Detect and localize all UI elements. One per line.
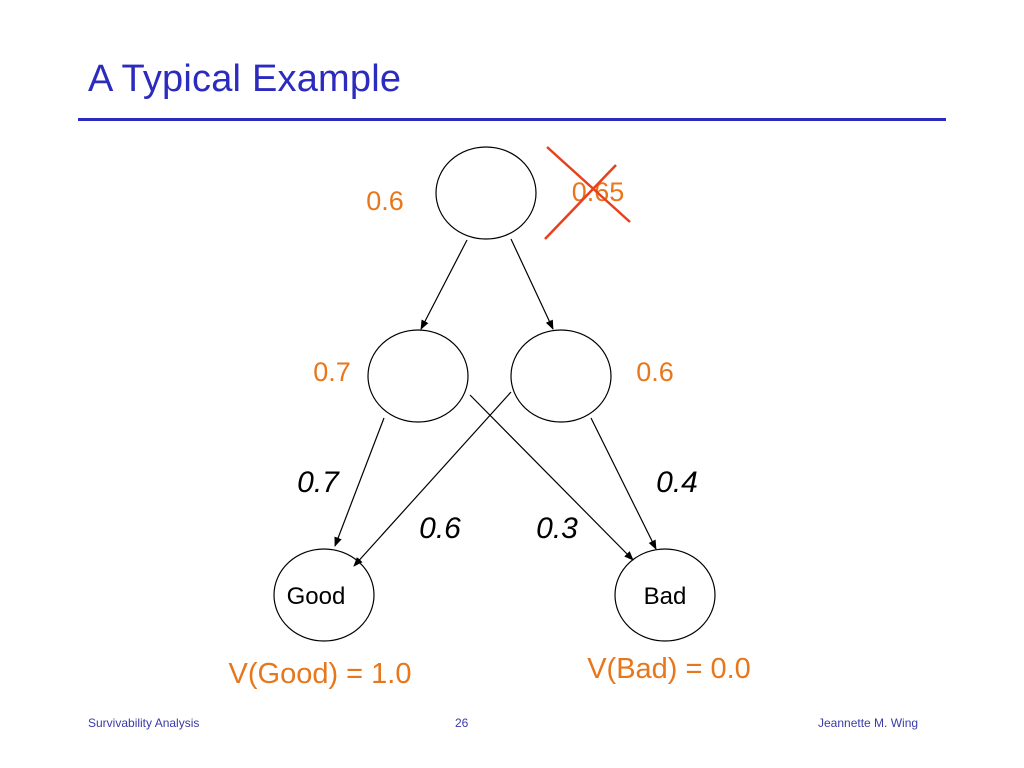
edge-root-to-mid-left [420, 239, 468, 330]
prob-label-right-to-bad: 0.4 [656, 466, 698, 499]
bad-node [614, 548, 716, 642]
edge-root-to-mid-right [510, 238, 554, 330]
good-value-label: V(Good) = 1.0 [229, 658, 412, 690]
edge-mid-right-to-bad [590, 417, 657, 550]
bad-value-label: V(Bad) = 0.0 [587, 653, 751, 685]
root-node [435, 146, 537, 240]
prob-label-left-to-bad: 0.3 [536, 512, 578, 545]
strike-through-mark [544, 146, 631, 240]
edge-mid-right-to-good [353, 391, 512, 567]
slide-title: A Typical Example [88, 58, 402, 100]
prob-label-right-to-good: 0.6 [419, 512, 461, 545]
title-divider [78, 118, 946, 121]
prob-label-left-to-good: 0.7 [297, 466, 340, 499]
mid-right-value-label: 0.6 [636, 357, 674, 387]
mid-right-node [510, 329, 612, 423]
good-node [273, 548, 375, 642]
root-value-label: 0.6 [366, 186, 404, 216]
bad-node-label: Bad [644, 583, 687, 610]
footer-right-text: Jeannette M. Wing [818, 716, 919, 730]
footer-page-number: 26 [455, 716, 469, 730]
edge-mid-left-to-good [334, 417, 385, 547]
good-node-label: Good [287, 583, 346, 610]
edge-mid-left-to-bad [469, 394, 634, 561]
mid-left-node [367, 329, 469, 423]
mid-left-value-label: 0.7 [313, 357, 351, 387]
footer-left-text: Survivability Analysis [88, 716, 200, 730]
